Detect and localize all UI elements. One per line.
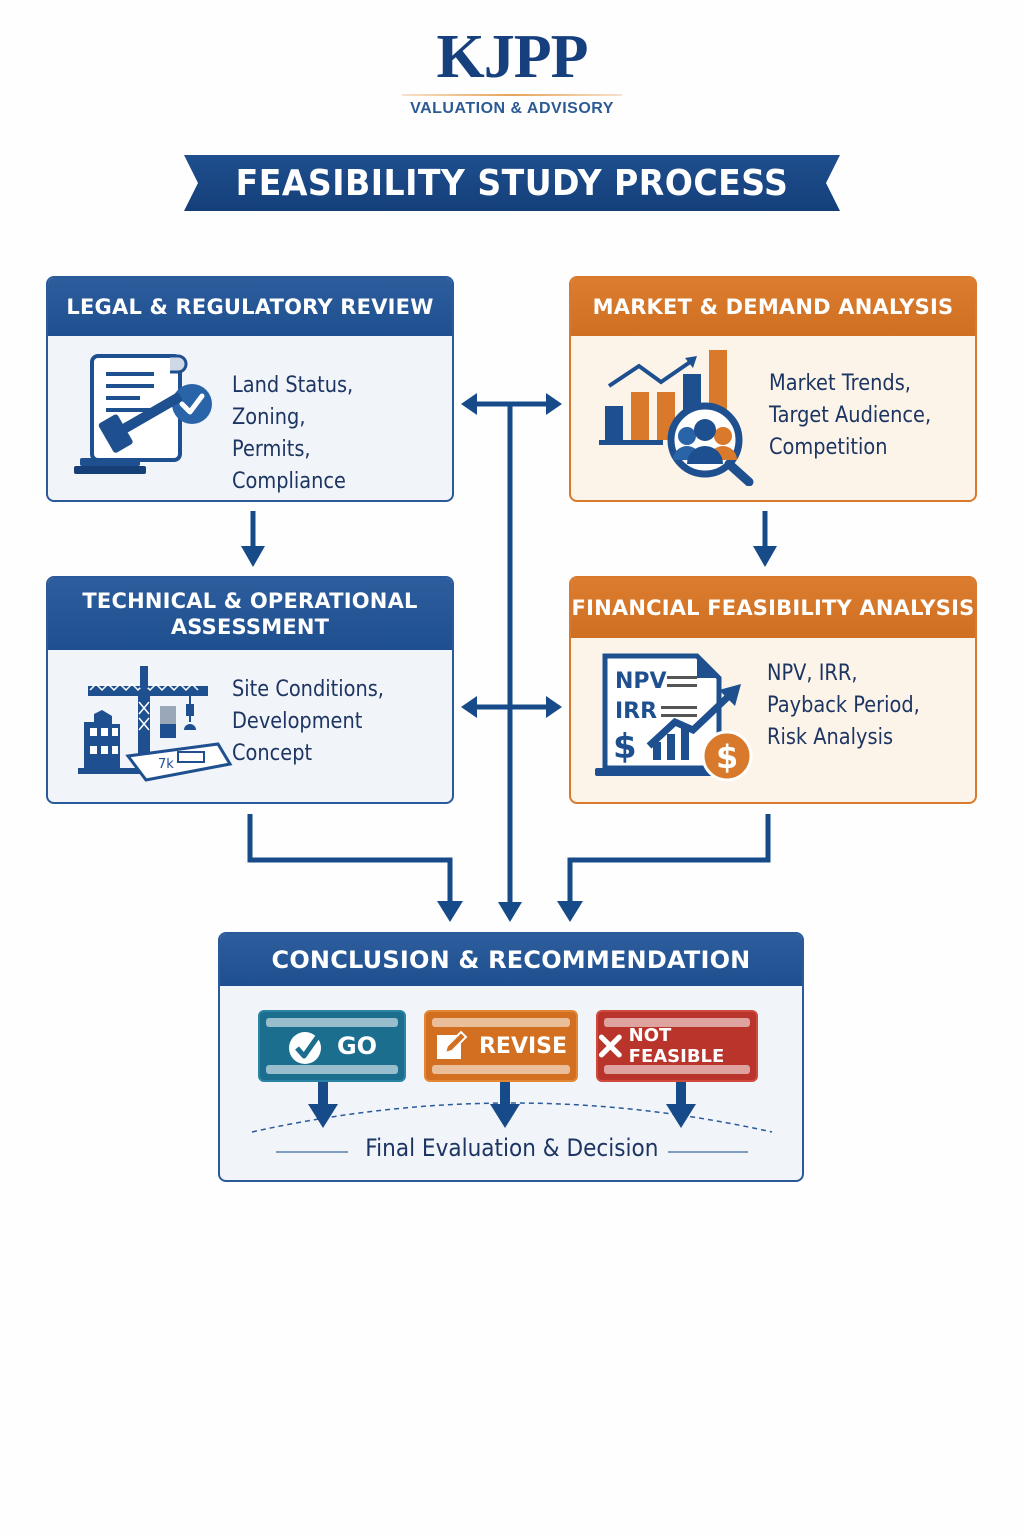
card-body: GO REVISE NOT FEASIBLE Final Evaluation … [220,986,802,1180]
check-circle-icon [288,1030,323,1064]
decision-not-feasible-button[interactable]: NOT FEASIBLE [596,1010,758,1082]
arrow-left-head [461,393,477,415]
svg-text:$: $ [613,727,637,767]
card-title: LEGAL & REGULATORY REVIEW [66,295,434,319]
card-header: TECHNICAL & OPERATIONAL ASSESSMENT [48,578,452,650]
card-title: CONCLUSION & RECOMMENDATION [271,946,751,974]
card-description: Land Status, Zoning, Permits, Compliance [232,373,354,494]
technical-to-conclusion-line [247,814,453,904]
card-technical-operational: TECHNICAL & OPERATIONAL ASSESSMENT 7k Si… [46,576,454,804]
card-description: NPV, IRR, Payback Period, Risk Analysis [767,661,920,750]
logo-mark: KJPP [436,23,589,91]
card-conclusion: CONCLUSION & RECOMMENDATION GO [218,932,804,1182]
decision-revise-button[interactable]: REVISE [424,1010,578,1082]
down-arrow-head [490,1104,520,1128]
card-body: Land Status, Zoning, Permits, Compliance [48,336,452,500]
decision-label: NOT FEASIBLE [628,1025,725,1067]
card-legal-regulatory: LEGAL & REGULATORY REVIEW Land Status, Z… [46,276,454,502]
card-title: MARKET & DEMAND ANALYSIS [592,295,954,319]
financial-report-icon: NPV IRR $ $ [595,653,753,782]
down-arrow-head [753,546,777,567]
final-evaluation-label: Final Evaluation & Decision [365,1134,659,1162]
edit-pencil-icon [436,1030,468,1059]
card-financial-feasibility: FINANCIAL FEASIBILITY ANALYSIS NPV IRR $… [569,576,977,804]
card-description: Site Conditions, Development Concept [232,677,384,766]
market-chart-audience-icon [599,350,754,486]
down-arrow-head [666,1104,696,1128]
construction-crane-icon: 7k [78,666,233,782]
down-arrow-head [308,1104,338,1128]
card-title-line: TECHNICAL & OPERATIONAL [82,589,418,613]
card-header: FINANCIAL FEASIBILITY ANALYSIS [571,578,975,638]
central-arrow-head [498,902,522,922]
decision-label: REVISE [478,1033,568,1059]
card-title: FINANCIAL FEASIBILITY ANALYSIS [571,596,975,620]
financial-to-conclusion-line [567,814,771,904]
svg-text:IRR: IRR [615,699,657,724]
down-arrow-head [241,546,265,567]
card-body: NPV IRR $ $ NPV, IRR, Payback Period, Ri… [571,638,975,802]
card-market-demand: MARKET & DEMAND ANALYSIS Market Trends, … [569,276,977,502]
logo-divider [402,94,622,96]
down-arrow-head [557,901,583,922]
card-body: Market Trends, Target Audience, Competit… [571,336,975,500]
page-title: FEASIBILITY STUDY PROCESS [235,162,789,204]
legal-document-gavel-icon [74,354,212,474]
arrow-left-head [461,696,477,718]
card-title-line: ASSESSMENT [170,615,330,639]
arrow-right-head [546,696,562,718]
card-description: Market Trends, Target Audience, Competit… [769,371,932,460]
decision-connectors [251,1080,773,1153]
arrow-right-head [546,393,562,415]
decision-go-button[interactable]: GO [258,1010,406,1082]
svg-text:$: $ [716,738,738,776]
card-header: LEGAL & REGULATORY REVIEW [48,278,452,336]
decision-label: GO [336,1032,378,1060]
logo-tagline: VALUATION & ADVISORY [410,100,614,117]
card-header: CONCLUSION & RECOMMENDATION [220,934,802,986]
ribbon-shape [184,155,840,211]
logo: KJPP VALUATION & ADVISORY [0,22,1024,118]
svg-text:NPV: NPV [615,669,667,694]
card-header: MARKET & DEMAND ANALYSIS [571,278,975,336]
svg-text:7k: 7k [158,757,174,772]
x-mark-icon [598,1034,622,1058]
title-ribbon: FEASIBILITY STUDY PROCESS [184,155,840,211]
card-body: 7k Site Conditions, Development Concept [48,650,452,802]
down-arrow-head [437,901,463,922]
